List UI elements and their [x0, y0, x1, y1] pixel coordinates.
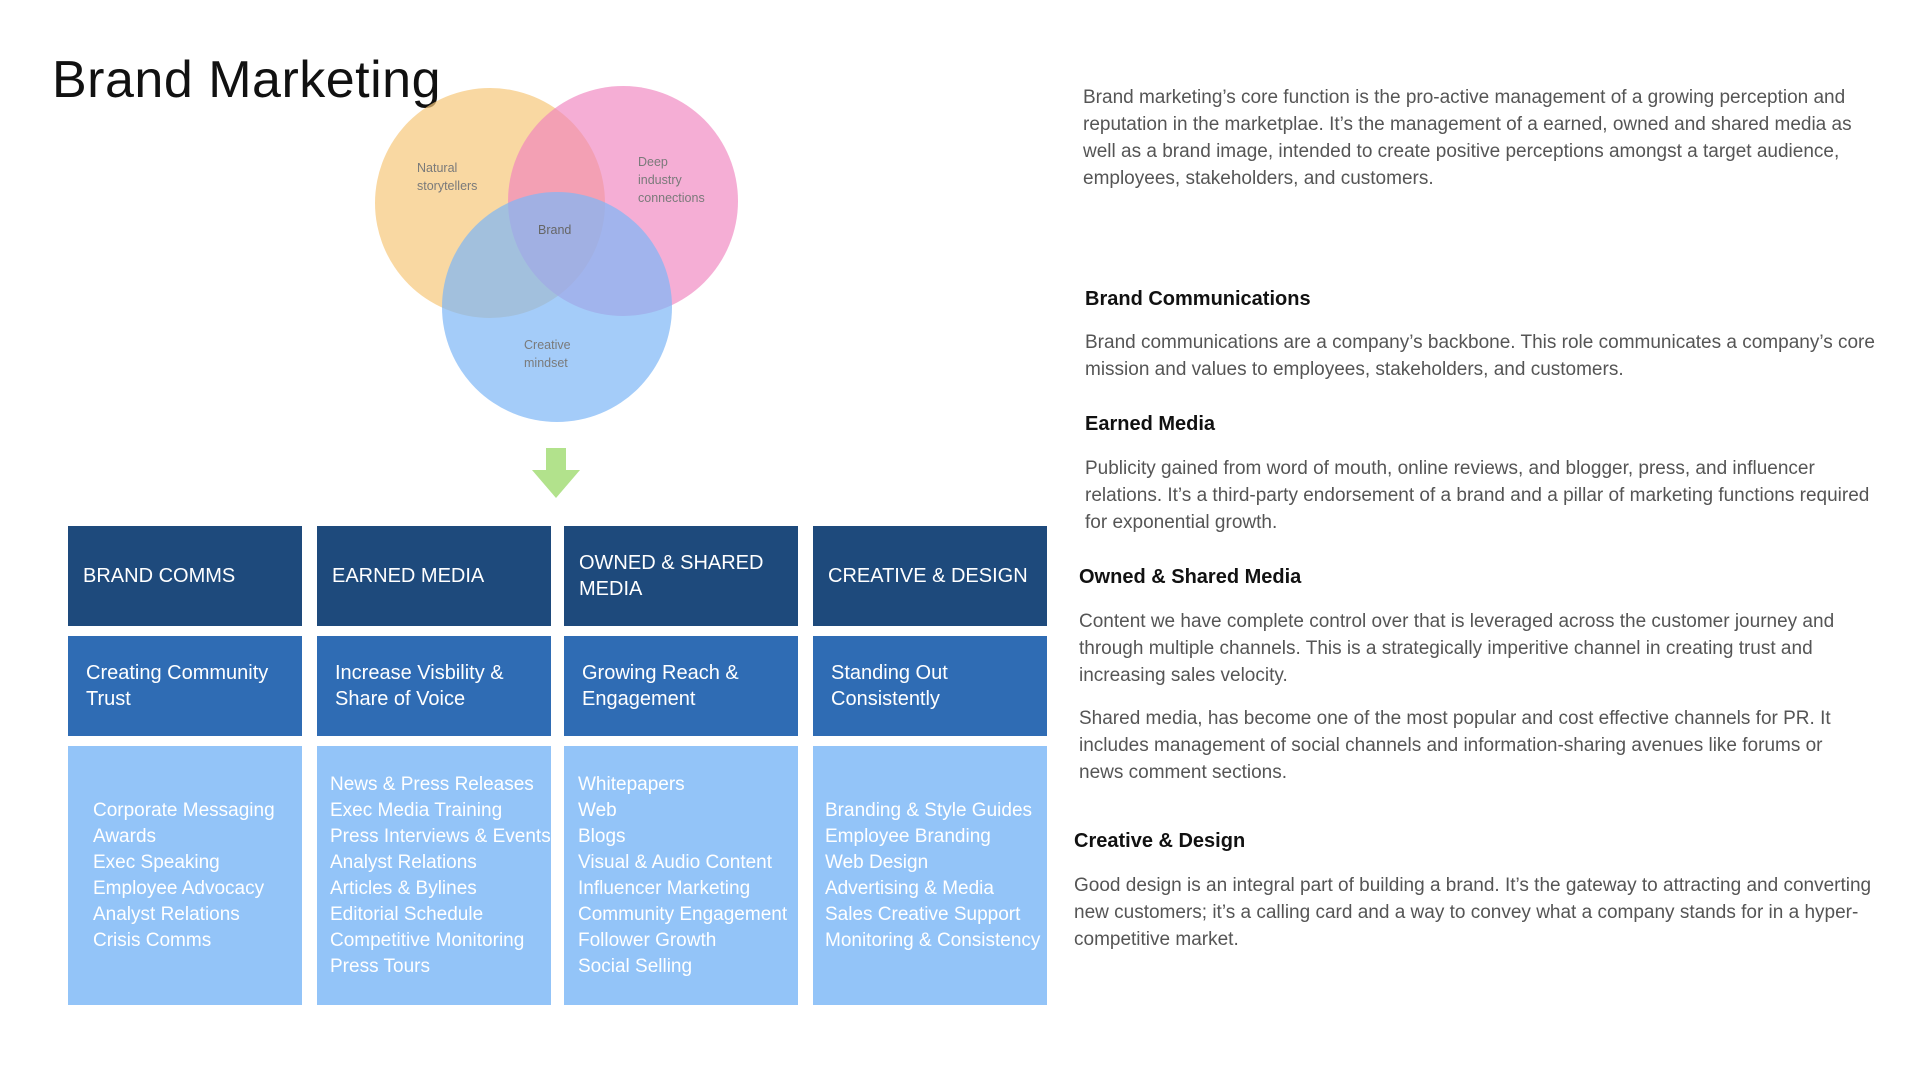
list-item: Social Selling [578, 955, 693, 977]
text-owned-shared-media: Content we have complete control over th… [1079, 611, 1835, 686]
list-item: Awards [93, 825, 157, 847]
column-items: Branding & Style Guides Employee Brandin… [813, 746, 1047, 1005]
list-item: Branding & Style Guides [825, 799, 1033, 821]
venn-circle-creative [442, 192, 672, 422]
column-items: Corporate Messaging Awards Exec Speaking… [68, 746, 302, 1005]
column-subheader: Standing Out Consistently [813, 636, 1047, 736]
text-shared-media: Shared media, has become one of the most… [1079, 708, 1831, 783]
list-item: Follower Growth [578, 929, 717, 951]
list-item: Whitepapers [578, 773, 685, 795]
column-header: CREATIVE & DESIGN [813, 526, 1047, 626]
column-subheader: Increase Visbility & Share of Voice [317, 636, 551, 736]
list-item: Analyst Relations [93, 903, 240, 925]
list-item: Crisis Comms [93, 929, 212, 951]
list-item: Competitive Monitoring [330, 929, 525, 951]
list-item: Corporate Messaging [93, 799, 275, 821]
list-item: Sales Creative Support [825, 903, 1021, 925]
heading-earned-media: Earned Media [1085, 413, 1216, 435]
venn-label-storytellers: Natural storytellers [417, 161, 477, 193]
page-title: Brand Marketing [52, 51, 442, 109]
list-item: Employee Advocacy [93, 877, 265, 899]
heading-owned-shared-media: Owned & Shared Media [1079, 566, 1302, 588]
column-subheader: Creating Community Trust [68, 636, 302, 736]
text-creative-design: Good design is an integral part of build… [1074, 875, 1872, 950]
heading-creative-design: Creative & Design [1074, 830, 1246, 852]
list-item: Analyst Relations [330, 851, 477, 873]
venn-label-connections: Deep industry connections [638, 155, 705, 205]
heading-brand-communications: Brand Communications [1085, 288, 1311, 310]
text-earned-media: Publicity gained from word of mouth, onl… [1085, 458, 1870, 533]
list-item: Editorial Schedule [330, 903, 484, 925]
venn-label-brand: Brand [538, 223, 571, 237]
column-items: News & Press Releases Exec Media Trainin… [317, 746, 551, 1005]
list-item: Advertising & Media [825, 877, 994, 899]
list-item: Influencer Marketing [578, 877, 751, 899]
down-arrow-icon [532, 448, 580, 498]
column-header: BRAND COMMS [68, 526, 302, 626]
venn-label-creative: Creative mindset [524, 338, 574, 370]
list-item: Press Tours [330, 955, 430, 977]
column-header: EARNED MEDIA [317, 526, 551, 626]
list-item: Employee Branding [825, 825, 991, 847]
list-item: Visual & Audio Content [578, 851, 773, 873]
column-items: Whitepapers Web Blogs Visual & Audio Con… [564, 746, 798, 1005]
list-item: Web [578, 799, 617, 821]
list-item: Blogs [578, 825, 626, 847]
column-header: OWNED & SHARED MEDIA [564, 526, 798, 626]
list-item: Web Design [825, 851, 929, 873]
list-item: Exec Speaking [93, 851, 220, 873]
text-brand-communications: Brand communications are a company’s bac… [1085, 332, 1875, 380]
venn-diagram: Natural storytellers Deep industry conne… [375, 86, 738, 422]
intro-paragraph: Brand marketing’s core function is the p… [1083, 87, 1852, 189]
list-item: Press Interviews & Events [330, 825, 551, 847]
list-item: Exec Media Training [330, 799, 503, 821]
list-item: News & Press Releases [330, 773, 534, 795]
list-item: Community Engagement [578, 903, 788, 925]
column-subheader: Growing Reach & Engagement [564, 636, 798, 736]
list-item: Articles & Bylines [330, 877, 477, 899]
list-item: Monitoring & Consistency [825, 929, 1041, 951]
